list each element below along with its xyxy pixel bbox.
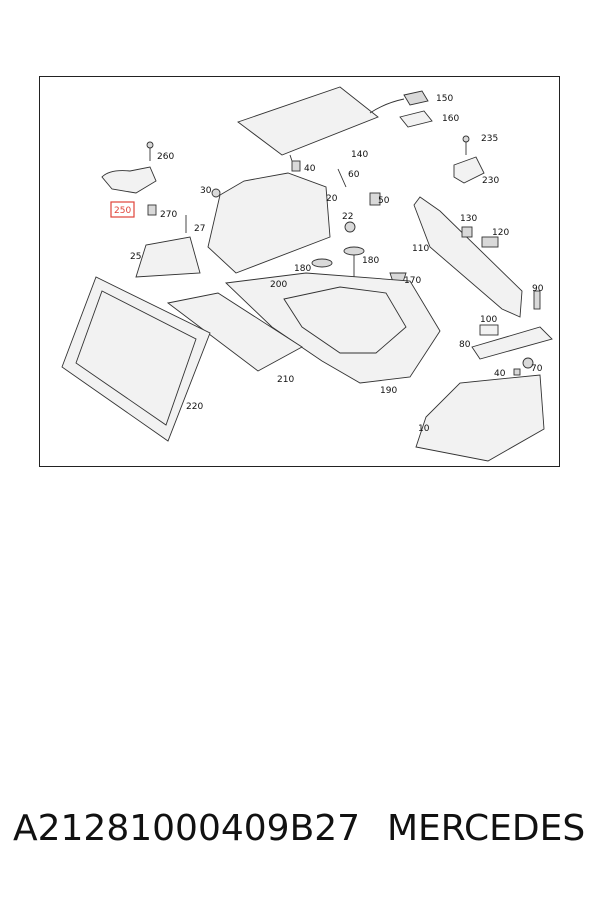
callout-20: 20 xyxy=(326,194,338,204)
callout-50: 50 xyxy=(378,196,390,206)
exploded-parts-diagram: 150 160 140 235 230 260 40 30 20 60 50 2… xyxy=(61,86,553,462)
callout-270: 270 xyxy=(160,210,177,220)
callout-200: 200 xyxy=(270,280,287,290)
part-130-clip xyxy=(461,226,473,238)
callout-230: 230 xyxy=(482,176,499,186)
callout-170: 170 xyxy=(404,276,421,286)
callout-140: 140 xyxy=(351,150,368,160)
part-40-clip-bottom xyxy=(513,368,521,376)
callout-180-right: 180 xyxy=(362,256,379,266)
part-140-floor-panel xyxy=(237,86,379,156)
callout-40-top: 40 xyxy=(304,164,316,174)
part-180-fastener-left xyxy=(311,258,333,268)
part-150-strap xyxy=(369,98,405,114)
callout-130: 130 xyxy=(460,214,477,224)
part-220-seat-back xyxy=(61,276,211,442)
part-230-hook xyxy=(453,156,485,184)
callout-210: 210 xyxy=(277,375,294,385)
callout-10: 10 xyxy=(418,424,430,434)
callout-100: 100 xyxy=(480,315,497,325)
callout-235: 235 xyxy=(481,134,498,144)
brand-text: MERCEDES xyxy=(387,808,586,849)
callout-80: 80 xyxy=(459,340,471,350)
part-160-bracket xyxy=(399,110,433,128)
callout-70: 70 xyxy=(531,364,543,374)
part-270-clip xyxy=(147,204,157,216)
callout-40-bottom: 40 xyxy=(494,369,506,379)
part-25-panel xyxy=(135,236,201,278)
part-22-nut xyxy=(344,221,356,233)
part-50-clip xyxy=(369,192,381,206)
part-20-side-trim xyxy=(207,172,331,274)
part-70-connector xyxy=(522,357,534,369)
part-30-plug xyxy=(211,188,221,198)
callout-120: 120 xyxy=(492,228,509,238)
part-180-fastener-right xyxy=(343,246,365,256)
part-40-clip-top xyxy=(291,160,301,172)
part-80-sill xyxy=(471,326,553,360)
part-110-right-trim xyxy=(413,196,523,318)
part-250-highlight-box xyxy=(110,201,135,218)
part-190-tub-inner xyxy=(283,286,407,354)
callout-190: 190 xyxy=(380,386,397,396)
callout-110: 110 xyxy=(412,244,429,254)
part-100-cap xyxy=(479,324,499,336)
footer: A21281000409B27 MERCEDES xyxy=(0,808,600,858)
part-210-cover xyxy=(166,292,303,372)
callout-250: 250 xyxy=(114,206,131,216)
part-260-screw xyxy=(146,141,154,149)
callout-22: 22 xyxy=(342,212,353,222)
callout-220: 220 xyxy=(186,402,203,412)
part-10-rear-trim xyxy=(415,374,545,462)
part-235-screw xyxy=(462,135,470,143)
callout-260: 260 xyxy=(157,152,174,162)
callout-25: 25 xyxy=(130,252,141,262)
part-220-seat-back-inner xyxy=(75,290,197,426)
part-120-lamp xyxy=(481,236,499,248)
callout-27: 27 xyxy=(194,224,205,234)
callout-90: 90 xyxy=(532,284,544,294)
part-number-text: A21281000409B27 xyxy=(13,808,361,849)
parts-diagram-frame: 150 160 140 235 230 260 40 30 20 60 50 2… xyxy=(39,76,560,467)
callout-30: 30 xyxy=(200,186,212,196)
callout-150: 150 xyxy=(436,94,453,104)
callout-60: 60 xyxy=(348,170,360,180)
part-250-bracket xyxy=(101,166,157,194)
part-140-tab xyxy=(289,154,293,162)
callout-160: 160 xyxy=(442,114,459,124)
part-150-handle xyxy=(403,90,429,106)
part-90-bolt xyxy=(533,290,541,310)
callout-180-left: 180 xyxy=(294,264,311,274)
part-60-strap xyxy=(337,168,347,188)
